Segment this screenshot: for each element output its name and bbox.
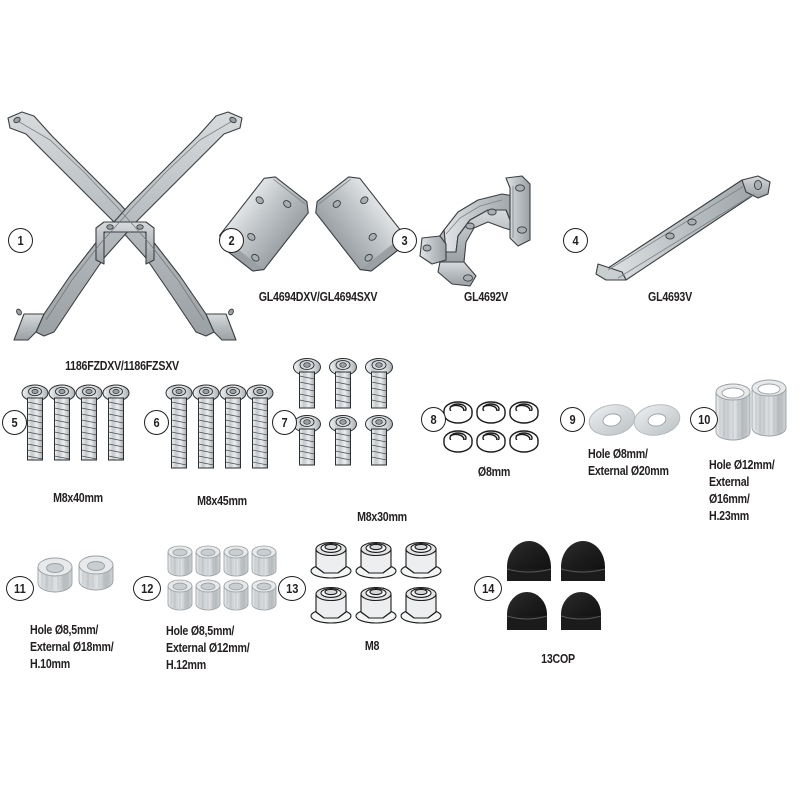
part-14-artwork-plastic-cap-nuts bbox=[505, 537, 615, 635]
part-label-3: GL4692V bbox=[464, 289, 508, 304]
part-badge-4-number: 4 bbox=[572, 233, 579, 248]
part-badge-14[interactable]: 14 bbox=[474, 576, 502, 601]
part-label-4: GL4693V bbox=[648, 289, 692, 304]
part-badge-7[interactable]: 7 bbox=[272, 410, 297, 435]
part-4-artwork-straight-support-bar bbox=[592, 168, 780, 284]
part-badge-12-number: 12 bbox=[140, 581, 154, 596]
part-badge-12[interactable]: 12 bbox=[133, 576, 161, 601]
part-badge-9-number: 9 bbox=[569, 412, 576, 427]
part-6-artwork-bolts-m8x45 bbox=[165, 382, 278, 478]
part-label-9: Hole Ø8mm/ External Ø20mm bbox=[588, 446, 669, 479]
part-badge-2[interactable]: 2 bbox=[219, 228, 244, 253]
part-badge-3-number: 3 bbox=[401, 233, 408, 248]
part-5-artwork-bolts-m8x40 bbox=[21, 382, 134, 472]
part-badge-11-number: 11 bbox=[14, 581, 26, 596]
part-badge-5-number: 5 bbox=[11, 415, 18, 430]
part-label-12: Hole Ø8,5mm/ External Ø12mm/ H.12mm bbox=[166, 623, 250, 673]
part-label-2: GL4694DXV/GL4694SXV bbox=[258, 289, 378, 304]
part-badge-5[interactable]: 5 bbox=[2, 410, 27, 435]
part-badge-11[interactable]: 11 bbox=[6, 576, 34, 601]
part-11-artwork-spacers-h10 bbox=[36, 553, 116, 601]
part-label-11: Hole Ø8,5mm/ External Ø18mm/ H.10mm bbox=[30, 622, 114, 672]
part-label-1: 1186FZDXV/1186FZSXV bbox=[65, 358, 179, 373]
part-badge-14-number: 14 bbox=[481, 581, 495, 596]
part-7-artwork-bolts-m8x30 bbox=[293, 356, 401, 468]
part-badge-6-number: 6 bbox=[153, 415, 160, 430]
part-badge-9[interactable]: 9 bbox=[560, 407, 585, 432]
part-badge-10-number: 10 bbox=[697, 412, 711, 427]
part-9-artwork-flat-washers bbox=[588, 398, 682, 444]
part-12-artwork-spacers-h12 bbox=[166, 543, 278, 615]
part-8-artwork-spring-lock-washers bbox=[443, 398, 543, 454]
part-label-10: Hole Ø12mm/ External Ø16mm/ H.23mm bbox=[709, 457, 775, 524]
part-badge-2-number: 2 bbox=[228, 233, 235, 248]
part-3-artwork-angled-mounting-bracket bbox=[418, 166, 558, 288]
part-2-artwork-side-plate-bracket-pair bbox=[219, 170, 405, 290]
part-badge-13[interactable]: 13 bbox=[278, 576, 306, 601]
part-badge-7-number: 7 bbox=[281, 415, 288, 430]
part-label-14: 13COP bbox=[541, 651, 575, 666]
part-badge-4[interactable]: 4 bbox=[563, 228, 588, 253]
part-badge-1[interactable]: 1 bbox=[8, 228, 33, 253]
part-badge-3[interactable]: 3 bbox=[392, 228, 417, 253]
part-label-7: M8x30mm bbox=[357, 509, 407, 524]
part-1-artwork-rack-frame-cross-brace bbox=[0, 100, 250, 341]
part-label-13: M8 bbox=[364, 638, 380, 653]
part-badge-10[interactable]: 10 bbox=[690, 407, 718, 432]
part-label-8: Ø8mm bbox=[477, 464, 511, 479]
part-label-6: M8x45mm bbox=[197, 493, 247, 508]
part-13-artwork-flange-nuts-m8 bbox=[310, 535, 444, 625]
part-badge-8-number: 8 bbox=[430, 412, 437, 427]
part-10-artwork-spacers-h23 bbox=[714, 378, 790, 444]
part-badge-1-number: 1 bbox=[17, 233, 24, 248]
part-badge-13-number: 13 bbox=[285, 581, 299, 596]
part-badge-8[interactable]: 8 bbox=[421, 407, 446, 432]
part-label-5: M8x40mm bbox=[53, 490, 103, 505]
part-badge-6[interactable]: 6 bbox=[144, 410, 169, 435]
